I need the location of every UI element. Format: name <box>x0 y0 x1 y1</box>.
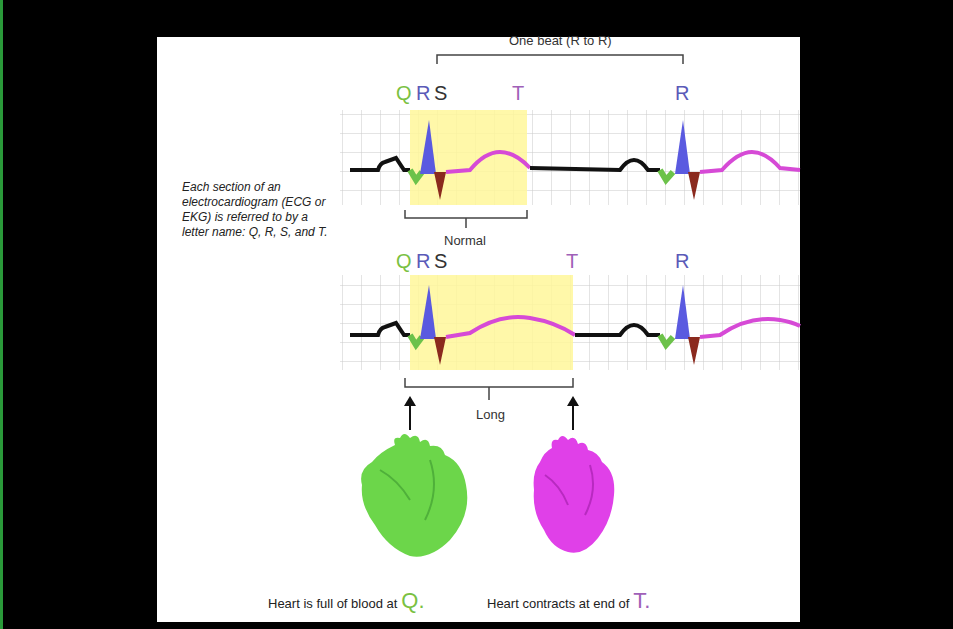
heart-full <box>361 434 467 557</box>
wave-letter: Q <box>396 82 412 104</box>
wave-letter: R <box>416 250 430 272</box>
wave-letter: S <box>434 82 447 104</box>
interval-label: Normal <box>444 234 486 248</box>
wave-letter: S <box>434 250 447 272</box>
heart-contracted <box>534 436 615 553</box>
interval-label: Long <box>476 408 505 422</box>
beat-label: One beat (R to R) <box>509 34 612 48</box>
note-text: Each section of an electrocardiogram (EC… <box>182 180 332 240</box>
caption-line: Heart is full of blood at Q. <box>268 588 425 614</box>
wave-letter: R <box>416 82 430 104</box>
panel <box>157 37 800 622</box>
wave-letter: R <box>675 82 689 104</box>
wave-letter: T <box>512 82 524 104</box>
caption-text: Heart contracts at end of <box>487 596 629 611</box>
caption-text: Heart is full of blood at <box>268 596 397 611</box>
caption-text: Q. <box>401 588 424 614</box>
wave-letter: Q <box>396 250 412 272</box>
wave-letter: R <box>675 250 689 272</box>
caption-text: T. <box>633 588 650 614</box>
caption-line: Heart contracts at end of T. <box>487 588 650 614</box>
wave-letter: T <box>566 250 578 272</box>
